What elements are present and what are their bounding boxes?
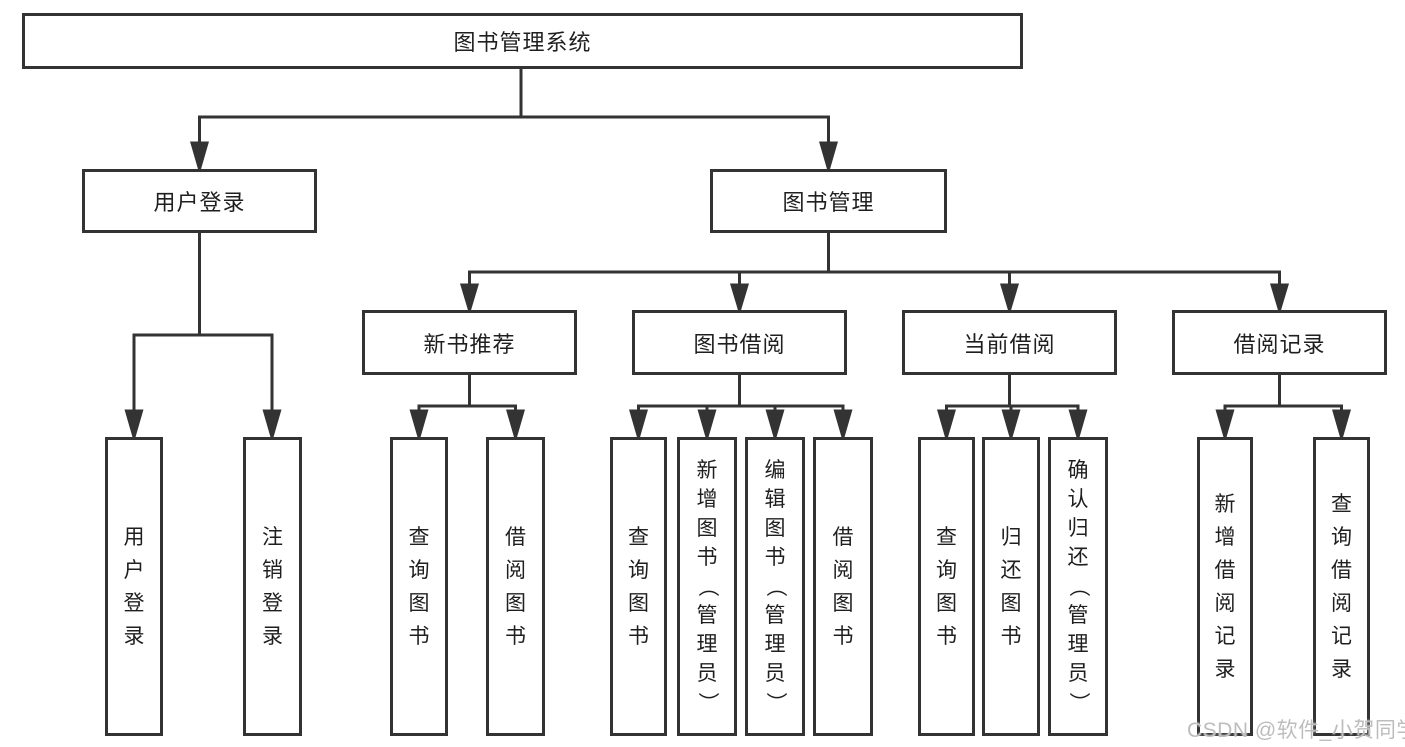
leaf-bb-borrow-books: 借阅图书 xyxy=(813,437,873,736)
arrowhead-leaf-br-query xyxy=(1332,409,1351,443)
arrowhead-leaf-nb-borrow xyxy=(506,409,525,443)
leaf-br-add-record: 新增借阅记录 xyxy=(1197,437,1253,736)
leaf-bb-edit-books-label: 编辑图书（管理员） xyxy=(763,459,787,713)
leaf-logout-label: 注销登录 xyxy=(262,525,283,648)
arrowhead-leaf-login xyxy=(124,409,144,443)
leaf-bb-edit-books: 编辑图书（管理员） xyxy=(745,437,805,736)
node-book-borrow: 图书借阅 xyxy=(632,310,847,375)
leaf-br-add-record-label: 新增借阅记录 xyxy=(1214,492,1236,681)
node-book-borrow-label: 图书借阅 xyxy=(693,331,786,357)
arrowhead-leaf-nb-query xyxy=(409,409,429,443)
arrowhead-leaf-br-add xyxy=(1215,409,1235,443)
leaf-bb-query-books: 查询图书 xyxy=(610,437,667,736)
arrowhead-borrow-records xyxy=(1269,283,1290,316)
leaf-logout: 注销登录 xyxy=(243,437,302,736)
arrowhead-leaf-bb-add xyxy=(697,409,717,443)
arrowhead-leaf-cb-confirm xyxy=(1068,409,1088,443)
leaf-nb-query-books-label: 查询图书 xyxy=(408,525,430,648)
leaf-bb-add-books: 新增图书（管理员） xyxy=(677,437,737,736)
leaf-nb-query-books: 查询图书 xyxy=(390,437,448,736)
arrowhead-book-mgmt xyxy=(819,141,838,175)
leaf-cb-return-books: 归还图书 xyxy=(982,437,1040,736)
node-new-books-label: 新书推荐 xyxy=(423,331,516,357)
arrowhead-leaf-cb-query xyxy=(937,409,956,443)
arrowhead-leaf-bb-query xyxy=(629,409,648,443)
arrowhead-leaf-bb-borrow xyxy=(833,409,853,443)
leaf-cb-confirm-return: 确认归还（管理员） xyxy=(1048,437,1108,736)
node-current-borrow: 当前借阅 xyxy=(902,310,1117,375)
leaf-cb-return-books-label: 归还图书 xyxy=(1000,525,1022,648)
leaf-nb-borrow-books: 借阅图书 xyxy=(486,437,545,736)
leaf-nb-borrow-books-label: 借阅图书 xyxy=(505,525,526,648)
arrowhead-leaf-cb-return xyxy=(1001,409,1021,443)
arrowhead-user-login xyxy=(190,141,209,175)
leaf-br-query-record: 查询借阅记录 xyxy=(1313,437,1370,736)
node-new-books: 新书推荐 xyxy=(362,310,577,375)
leaf-cb-confirm-return-label: 确认归还（管理员） xyxy=(1066,459,1090,713)
leaf-user-login-label: 用户登录 xyxy=(123,525,145,648)
leaf-bb-query-books-label: 查询图书 xyxy=(628,525,649,648)
arrowhead-current-borrow xyxy=(999,283,1020,316)
node-borrow-records: 借阅记录 xyxy=(1172,310,1387,375)
node-book-mgmt-label: 图书管理 xyxy=(782,190,875,215)
node-root: 图书管理系统 xyxy=(22,13,1023,69)
leaf-br-query-record-label: 查询借阅记录 xyxy=(1331,492,1352,681)
node-user-login: 用户登录 xyxy=(82,169,317,233)
leaf-cb-query-books: 查询图书 xyxy=(918,437,975,736)
leaf-cb-query-books-label: 查询图书 xyxy=(936,525,957,648)
arrowhead-leaf-bb-edit xyxy=(765,409,785,443)
leaf-bb-add-books-label: 新增图书（管理员） xyxy=(695,459,719,713)
node-user-login-label: 用户登录 xyxy=(153,190,246,215)
node-borrow-records-label: 借阅记录 xyxy=(1233,331,1326,357)
node-book-mgmt: 图书管理 xyxy=(710,169,947,233)
node-current-borrow-label: 当前借阅 xyxy=(963,331,1056,357)
arrowhead-new-books xyxy=(459,283,480,316)
arrowhead-book-borrow xyxy=(729,283,750,316)
connector-group xyxy=(124,69,1351,443)
watermark: CSDN @软件_小贺同学 xyxy=(1187,719,1405,742)
node-root-label: 图书管理系统 xyxy=(453,30,592,55)
arrowhead-leaf-logout xyxy=(262,409,282,443)
leaf-bb-borrow-books-label: 借阅图书 xyxy=(832,525,854,648)
leaf-user-login: 用户登录 xyxy=(105,437,163,736)
